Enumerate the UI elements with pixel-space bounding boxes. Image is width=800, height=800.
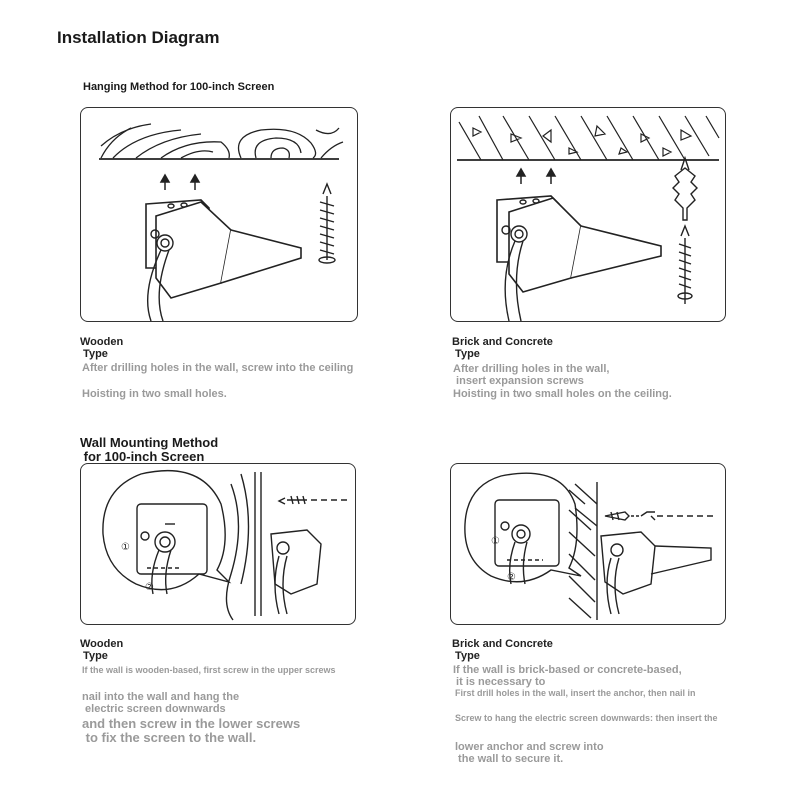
step-marker-2: ② bbox=[145, 582, 154, 593]
hanging-brick-type-label: Brick and Concrete Type bbox=[452, 336, 553, 360]
hanging-brick-note-2: Hoisting in two small holes on the ceili… bbox=[453, 388, 672, 400]
hanging-brick-note-1: After drilling holes in the wall, insert… bbox=[453, 363, 610, 387]
wall-wooden-diagram: ① ② bbox=[80, 463, 356, 625]
wall-brick-note-2: First drill holes in the wall, insert th… bbox=[455, 688, 696, 698]
wall-brick-diagram: ① ② bbox=[450, 463, 726, 625]
step-marker-1: ① bbox=[491, 536, 500, 547]
step-marker-1: ① bbox=[121, 542, 130, 553]
hanging-wooden-note-1: After drilling holes in the wall, screw … bbox=[82, 362, 354, 374]
step-marker-2: ② bbox=[507, 572, 516, 583]
wall-wooden-note-1: If the wall is wooden-based, first screw… bbox=[82, 665, 336, 675]
wall-wooden-note-2: nail into the wall and hang the electric… bbox=[82, 691, 240, 715]
wall-mounting-heading: Wall Mounting Method for 100-inch Screen bbox=[80, 435, 219, 464]
hanging-wooden-note-2: Hoisting in two small holes. bbox=[82, 388, 227, 400]
wall-brick-note-1: If the wall is brick-based or concrete-b… bbox=[453, 664, 682, 688]
wall-wooden-type-label: Wooden Type bbox=[80, 638, 124, 662]
wall-brick-note-3: Screw to hang the electric screen downwa… bbox=[455, 713, 718, 723]
wall-brick-note-4: lower anchor and screw into the wall to … bbox=[455, 741, 604, 765]
hanging-wooden-diagram bbox=[80, 107, 358, 322]
wall-wooden-note-3: and then screw in the lower screws to fi… bbox=[82, 716, 301, 745]
hanging-brick-diagram bbox=[450, 107, 726, 322]
hanging-wooden-type-label: Wooden Type bbox=[80, 336, 124, 360]
hanging-method-heading: Hanging Method for 100-inch Screen bbox=[83, 81, 275, 93]
page-title: Installation Diagram bbox=[57, 28, 220, 47]
wall-brick-type-label: Brick and Concrete Type bbox=[452, 638, 553, 662]
